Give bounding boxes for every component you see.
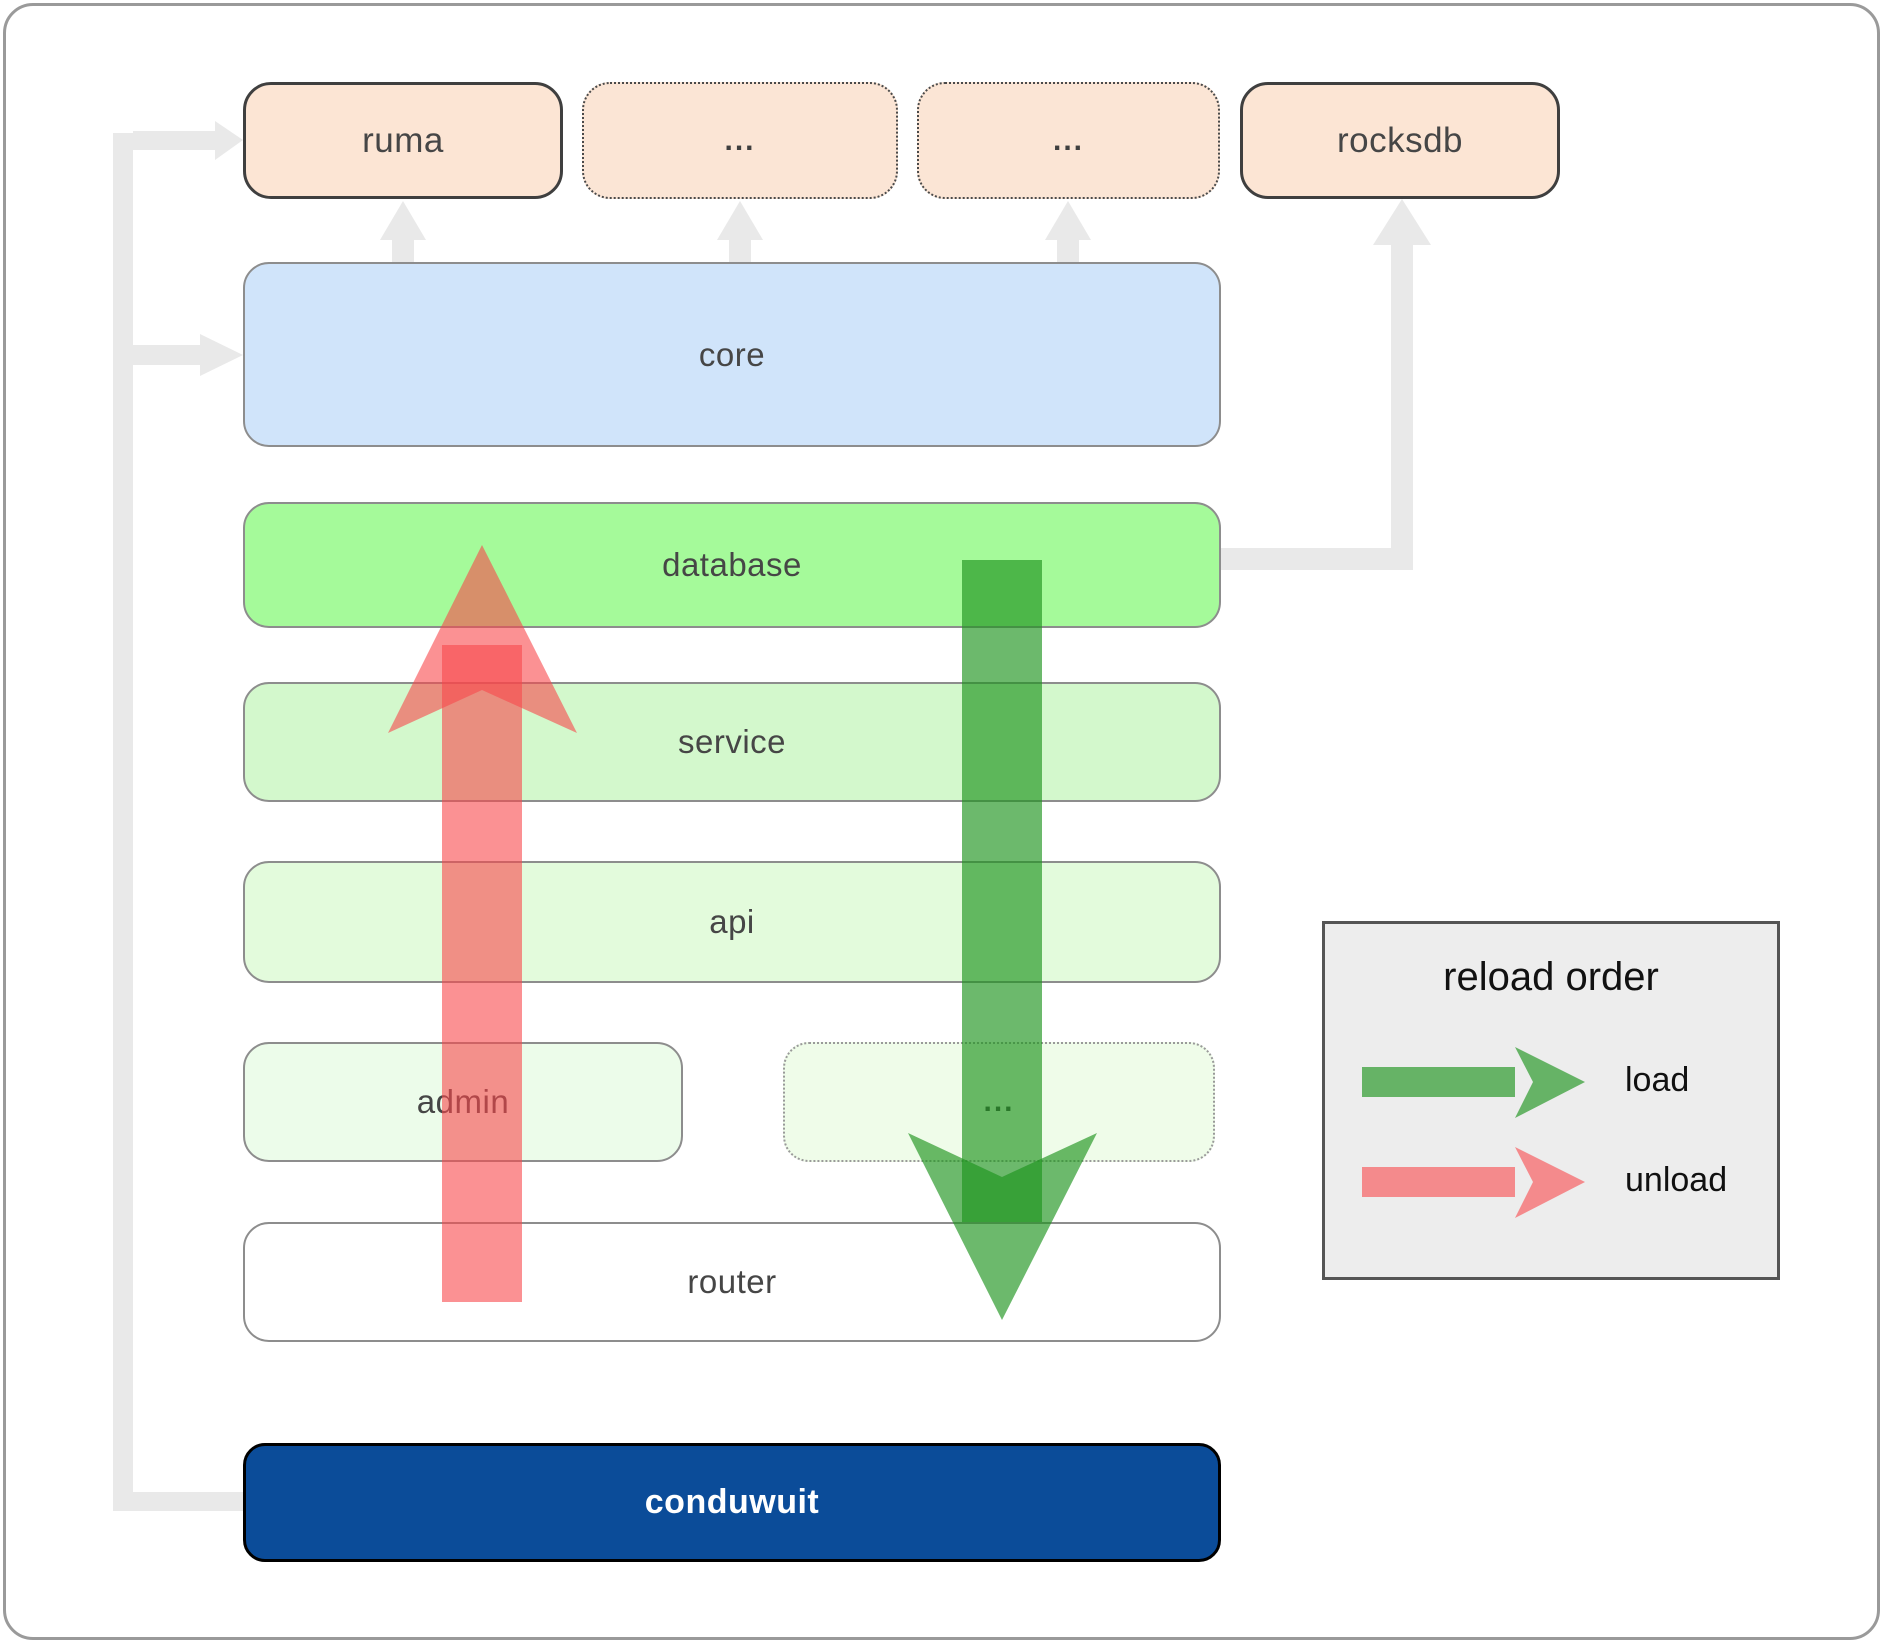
node-deps-more-1-label: ... [724,123,756,157]
node-database: database [243,502,1221,628]
legend-title: reload order [1443,955,1659,999]
outer-frame [3,3,1880,1640]
node-rocksdb-label: rocksdb [1336,120,1464,160]
node-admin-label: admin [416,1083,510,1120]
legend-load-label: load [1625,1061,1690,1099]
node-admin-more-label: ... [983,1085,1015,1118]
node-router-label: router [687,1263,777,1300]
node-rocksdb: rocksdb [1240,82,1560,199]
node-ruma: ruma [243,82,563,199]
node-service-label: service [677,723,787,760]
node-core-label: core [698,335,766,373]
node-deps-more-2: ... [917,82,1220,199]
node-admin: admin [243,1042,683,1162]
node-core: core [243,262,1221,447]
node-conduwuit: conduwuit [243,1443,1221,1562]
node-database-label: database [662,546,802,583]
node-router: router [243,1222,1221,1342]
node-conduwuit-label: conduwuit [644,1483,820,1521]
legend-unload-label: unload [1625,1161,1728,1199]
node-ruma-label: ruma [362,120,444,160]
node-api-label: api [709,903,755,940]
node-deps-more-2-label: ... [1052,123,1084,157]
node-service: service [243,682,1221,802]
node-deps-more-1: ... [582,82,898,199]
node-api: api [243,861,1221,983]
node-admin-more: ... [783,1042,1215,1162]
